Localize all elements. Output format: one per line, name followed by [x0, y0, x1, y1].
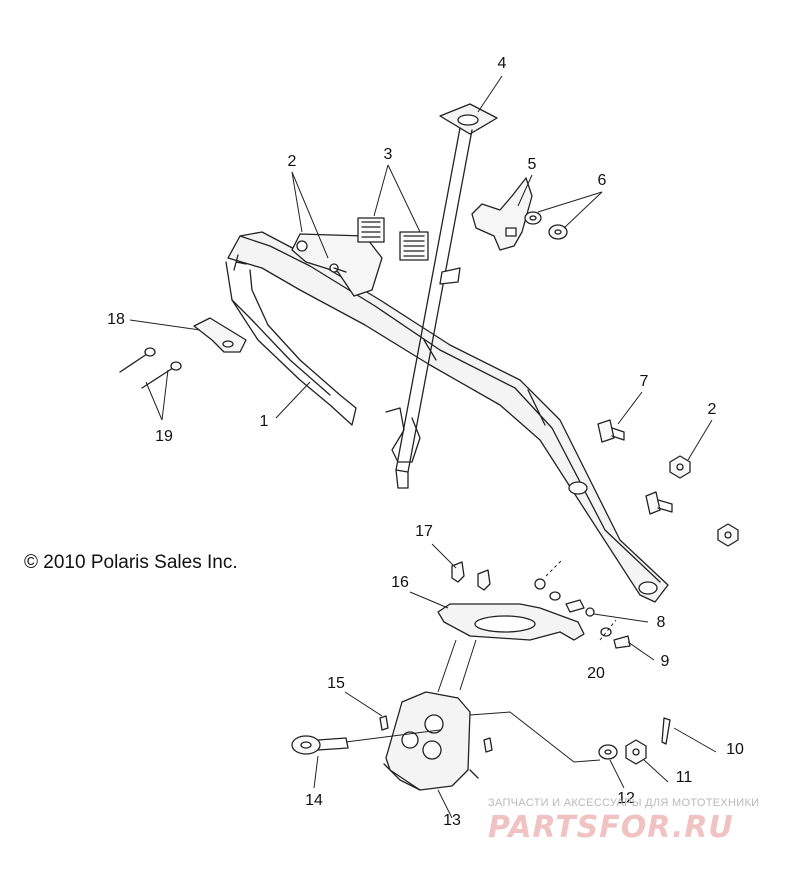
callout-10: 10 — [726, 741, 744, 758]
copyright-text: © 2010 Polaris Sales Inc. — [24, 552, 238, 573]
plate-part-18 — [193, 317, 247, 353]
nut-part-11 — [625, 739, 647, 765]
cotter-pin-part-10 — [661, 717, 671, 745]
bolt-lower-right — [645, 491, 673, 515]
callout-15: 15 — [327, 675, 345, 692]
callout-13: 13 — [443, 812, 461, 829]
spring-parts — [357, 217, 429, 261]
callout-3: 3 — [383, 146, 393, 163]
rivet-parts-19 — [119, 347, 182, 389]
upper-bracket-part — [291, 233, 383, 297]
handlebar-frame-part — [225, 231, 669, 603]
leader-lines — [129, 75, 717, 819]
callout-19: 19 — [155, 428, 173, 445]
callout-5: 5 — [527, 156, 537, 173]
pin-part-15 — [379, 715, 493, 753]
lower-plate-part-16 — [437, 603, 585, 641]
callout-6: 6 — [597, 172, 607, 189]
watermark-logo: PARTSFOR.RU — [488, 810, 734, 845]
callout-2-right: 2 — [707, 401, 717, 418]
callout-2-top: 2 — [287, 153, 297, 170]
bolts-part-17 — [451, 561, 491, 591]
callout-16: 16 — [391, 574, 409, 591]
lower-bracket-part-13 — [383, 691, 479, 791]
steering-post-part — [385, 103, 498, 489]
eye-bolt-part-14 — [291, 735, 349, 755]
callout-14: 14 — [305, 792, 323, 809]
callout-18: 18 — [107, 311, 125, 328]
watermark-tagline: ЗАПЧАСТИ И АКСЕССУАРЫ ДЛЯ МОТОТЕХНИКИ — [488, 797, 760, 809]
callout-17: 17 — [415, 523, 433, 540]
callout-11: 11 — [675, 769, 693, 786]
nut-parts-6 — [524, 211, 568, 240]
callout-12: 12 — [617, 790, 635, 807]
callout-9: 9 — [660, 653, 670, 670]
callout-1: 1 — [259, 413, 269, 430]
callout-4: 4 — [497, 55, 507, 72]
callout-8: 8 — [656, 614, 666, 631]
washer-part-12 — [598, 744, 618, 760]
nut-part-2-right — [669, 455, 691, 479]
bolt-part-7 — [597, 419, 625, 443]
nut-lower-right — [717, 523, 739, 547]
callout-7: 7 — [639, 373, 649, 390]
hardware-8-9-20 — [534, 578, 631, 649]
clamp-bracket-part — [471, 177, 533, 251]
callout-20: 20 — [587, 665, 605, 682]
